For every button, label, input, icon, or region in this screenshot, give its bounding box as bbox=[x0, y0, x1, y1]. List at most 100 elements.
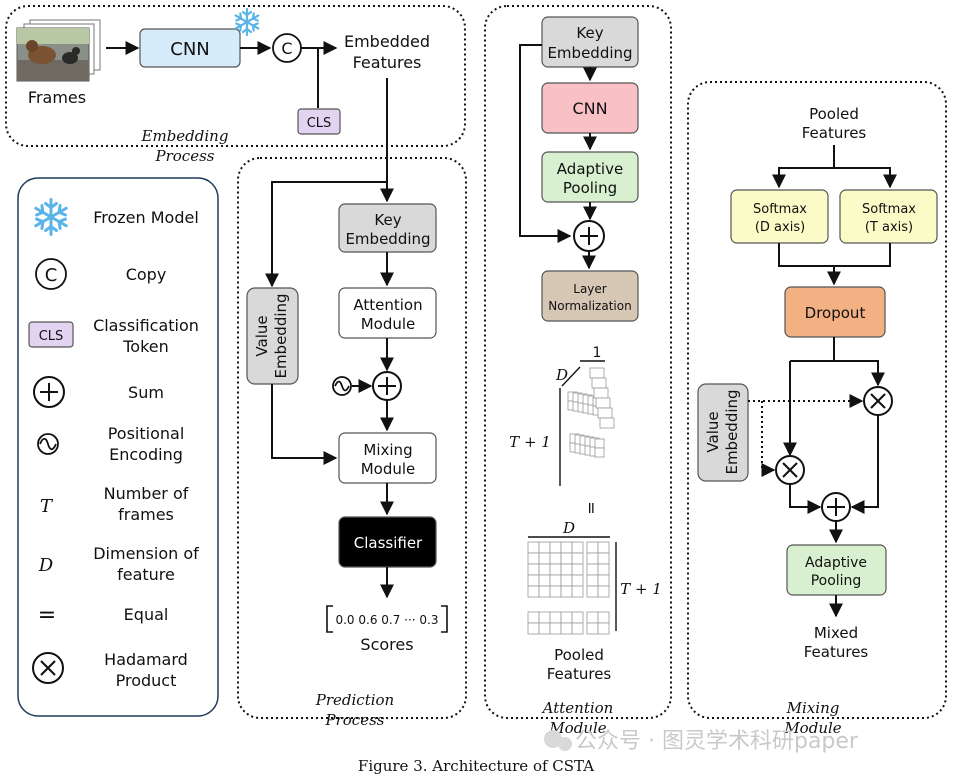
attention-3d-tensor bbox=[567, 367, 615, 458]
layer-normalization-label-1: Layer bbox=[573, 282, 607, 296]
scores-right-bracket bbox=[441, 605, 448, 633]
grid-cell bbox=[571, 563, 584, 576]
legend-cls-icon bbox=[28, 321, 74, 348]
grid-cell bbox=[571, 574, 584, 587]
figure-caption: Figure 3. Architecture of CSTA bbox=[358, 757, 594, 775]
tensor-cell bbox=[594, 447, 605, 458]
tensor-d-label: D bbox=[555, 366, 568, 384]
scores-values: 0.0 0.6 0.7 ··· 0.3 bbox=[335, 613, 438, 627]
legend-copy-symbol: C bbox=[45, 265, 58, 286]
legend-label-6-line2: feature bbox=[117, 565, 175, 584]
wechat-watermark: 公众号 · 图灵学术科研paper bbox=[544, 729, 859, 754]
grid-cell bbox=[549, 574, 562, 587]
legend-items: C CLS T D = bbox=[28, 197, 74, 684]
mixing-value-embedding-label-2: Embedding bbox=[723, 389, 741, 474]
mixing-adaptive-pooling-label-2: Pooling bbox=[811, 573, 862, 589]
grid-cell bbox=[527, 563, 540, 576]
grid-cell bbox=[527, 585, 540, 598]
watermark-text: 公众号 · 图灵学术科研paper bbox=[575, 729, 859, 754]
grid-cell bbox=[586, 563, 599, 576]
mixing-module-panel bbox=[687, 81, 947, 719]
tensor-cell bbox=[589, 367, 605, 379]
grid-cell bbox=[560, 563, 573, 576]
mixing-module-label-1: Mixing bbox=[363, 441, 412, 459]
attention-pooled-features-label-1: Pooled bbox=[554, 646, 604, 664]
legend-cls-symbol: CLS bbox=[39, 329, 64, 344]
grid-cell bbox=[538, 563, 551, 576]
legend-label-5-line2: frames bbox=[118, 505, 174, 524]
tensor-cell bbox=[591, 377, 607, 389]
classifier-label: Classifier bbox=[354, 534, 423, 552]
grid-cell bbox=[597, 585, 610, 598]
softmax-d-label-2: (D axis) bbox=[755, 220, 805, 235]
grid-cell bbox=[571, 622, 584, 635]
grid-cell bbox=[597, 563, 610, 576]
mixing-value-embedding-box bbox=[697, 383, 749, 482]
legend-label-4-line1: Positional bbox=[108, 424, 185, 443]
legend-copy-icon bbox=[35, 258, 67, 290]
legend-label-0: Frozen Model bbox=[93, 208, 199, 227]
legend-d-symbol: D bbox=[38, 555, 54, 576]
embedded-features-label-2: Features bbox=[353, 53, 422, 72]
attention-key-embedding-label-2: Embedding bbox=[547, 44, 632, 62]
legend-label-1: Copy bbox=[126, 265, 167, 284]
cls-token-box bbox=[297, 108, 341, 135]
legend-t-symbol: T bbox=[40, 496, 54, 517]
scores-left-bracket bbox=[326, 605, 333, 633]
grid-d-label: D bbox=[562, 519, 575, 537]
prediction-process-title-1: Prediction bbox=[315, 691, 394, 709]
grid-cell bbox=[538, 552, 551, 565]
grid-cell bbox=[597, 574, 610, 587]
attention-module-title-2: Module bbox=[548, 719, 606, 737]
prediction-process-title-2: Process bbox=[325, 711, 385, 729]
legend-label-8-line2: Product bbox=[116, 671, 177, 690]
grid-cell bbox=[571, 552, 584, 565]
tensor-cell bbox=[597, 407, 613, 419]
prediction-sum-icon bbox=[372, 371, 402, 401]
mixing-value-embedding-label-1: Value bbox=[704, 411, 722, 452]
grid-cell bbox=[586, 585, 599, 598]
mixing-sum-icon bbox=[821, 492, 851, 522]
tensor-cell bbox=[593, 387, 609, 399]
softmax-d-label-1: Softmax bbox=[753, 202, 807, 217]
legend-hadamard-icon bbox=[32, 652, 64, 684]
attention-module-label-2: Module bbox=[361, 315, 416, 333]
attention-adaptive-pooling-label-2: Pooling bbox=[563, 179, 617, 197]
legend-label-4-line2: Encoding bbox=[109, 445, 183, 464]
pooled-features-grid bbox=[527, 541, 610, 635]
prediction-value-embedding-label-2: Embedding bbox=[272, 293, 290, 378]
grid-cell bbox=[549, 552, 562, 565]
tensor-t-plus-1-label: T + 1 bbox=[509, 433, 551, 451]
grid-cell bbox=[560, 552, 573, 565]
embedded-features-label-1: Embedded bbox=[344, 32, 430, 51]
grid-cell bbox=[549, 611, 562, 624]
grid-cell bbox=[571, 585, 584, 598]
legend-label-2-line2: Token bbox=[122, 337, 169, 356]
grid-cell bbox=[527, 622, 540, 635]
attention-sum-icon bbox=[573, 220, 605, 252]
prediction-key-embedding-label-1: Key bbox=[374, 211, 401, 229]
grid-cell bbox=[560, 585, 573, 598]
mixing-module-title-2: Module bbox=[783, 719, 841, 737]
embedding-process-title-2: Process bbox=[155, 147, 215, 165]
grid-cell bbox=[527, 541, 540, 554]
layer-normalization-box bbox=[541, 270, 639, 322]
grid-cell bbox=[538, 611, 551, 624]
tensor-d-dim-line bbox=[561, 366, 581, 387]
legend-label-3: Sum bbox=[128, 383, 164, 402]
grid-cell bbox=[586, 611, 599, 624]
tensor-cell bbox=[594, 438, 605, 449]
mixing-adaptive-pooling-label-1: Adaptive bbox=[805, 555, 867, 571]
grid-cell bbox=[527, 552, 540, 565]
grid-cell bbox=[560, 611, 573, 624]
legend-positional-encoding-icon bbox=[37, 433, 59, 455]
grid-cell bbox=[527, 574, 540, 587]
attention-module-title-1: Attention bbox=[541, 699, 614, 717]
grid-cell bbox=[560, 541, 573, 554]
legend-label-7: Equal bbox=[124, 605, 169, 624]
grid-cell bbox=[586, 622, 599, 635]
prediction-positional-encoding-icon bbox=[332, 376, 352, 396]
legend-equal-icon: = bbox=[38, 603, 56, 628]
grid-cell bbox=[586, 541, 599, 554]
grid-cell bbox=[549, 622, 562, 635]
